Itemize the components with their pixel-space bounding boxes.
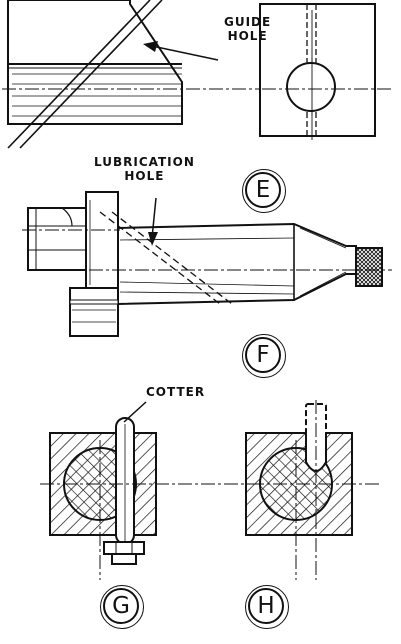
guide-hole-part-left	[2, 0, 262, 149]
view-letter-f: F	[242, 334, 286, 378]
lubrication-shaft	[22, 191, 392, 337]
guide-hole-label: GUIDE HOLE	[224, 16, 271, 42]
cotter-label: COTTER	[146, 385, 206, 399]
lubrication-hole-label: LUBRICATION HOLE	[94, 156, 195, 182]
view-letter-e: E	[242, 169, 286, 213]
view-letter-h: H	[245, 585, 289, 629]
guide-hole-label-line2: HOLE	[227, 29, 268, 43]
guide-hole-part-right	[259, 3, 392, 140]
view-letter-g: G	[100, 585, 144, 629]
guide-hole-label-line1: GUIDE	[224, 15, 272, 29]
lubrication-hole-label-line2: HOLE	[124, 169, 165, 183]
cotter-section-h	[245, 400, 380, 580]
lubrication-hole-label-line1: LUBRICATION	[94, 155, 195, 169]
cotter-section-g	[40, 401, 250, 580]
